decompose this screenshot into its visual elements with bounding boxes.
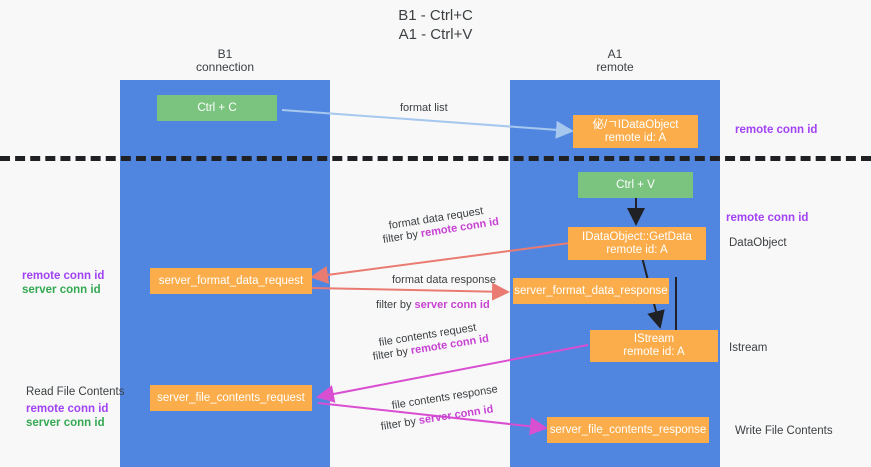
edge-label-format-data-response-filter: filter by server conn id	[376, 299, 490, 312]
node-ctrl-c[interactable]: Ctrl + C	[157, 95, 277, 121]
node-dataobject-remote[interactable]: 佖/ㄱIDataObject remote id: A	[573, 115, 698, 148]
node-server-format-data-request[interactable]: server_format_data_request	[150, 268, 312, 294]
node-server-format-data-response-label: server_format_data_response	[514, 284, 668, 297]
node-getdata-sub: remote id: A	[606, 243, 668, 256]
node-getdata-label: IDataObject::GetData	[582, 230, 692, 243]
lane-header-a1-name: A1	[607, 47, 623, 61]
annotation-left-mid-server-conn-id: server conn id	[22, 284, 101, 296]
node-ctrl-c-label: Ctrl + C	[197, 101, 237, 114]
node-server-file-contents-request[interactable]: server_file_contents_request	[150, 385, 312, 411]
node-server-format-data-request-label: server_format_data_request	[158, 274, 304, 287]
node-ctrl-v[interactable]: Ctrl + V	[578, 172, 693, 198]
annotation-left-bottom-remote-conn-id: remote conn id	[26, 403, 109, 415]
title-line-2: A1 - Ctrl+V	[398, 26, 473, 43]
lane-header-a1-role: remote	[596, 60, 634, 74]
filter-key-server-conn-id: server conn id	[414, 299, 490, 311]
lane-header-a1: A1 remote	[510, 48, 720, 74]
annotation-dataobject: DataObject	[729, 237, 787, 249]
page-title: B1 - Ctrl+C A1 - Ctrl+V	[0, 6, 871, 44]
edge-label-format-data-response: format data response	[392, 274, 496, 286]
filter-prefix: filter by	[379, 415, 420, 433]
lane-header-b1: B1 connection	[120, 48, 330, 74]
node-dataobject-remote-label: 佖/ㄱIDataObject	[592, 118, 679, 131]
lane-header-b1-name: B1	[217, 47, 233, 61]
annotation-left-bottom-server-conn-id: server conn id	[26, 417, 105, 429]
node-getdata[interactable]: IDataObject::GetData remote id: A	[568, 227, 706, 260]
annotation-right-mid-remote-conn-id: remote conn id	[726, 212, 809, 224]
lane-header-b1-role: connection	[195, 60, 255, 74]
node-server-file-contents-response-label: server_file_contents_response	[549, 423, 707, 436]
node-istream-sub: remote id: A	[623, 346, 685, 358]
node-server-file-contents-response[interactable]: server_file_contents_response	[547, 417, 709, 443]
title-line-1: B1 - Ctrl+C	[398, 7, 473, 24]
node-server-format-data-response[interactable]: server_format_data_response	[513, 278, 669, 304]
node-ctrl-v-label: Ctrl + V	[616, 178, 655, 191]
annotation-read-file-contents: Read File Contents	[26, 386, 125, 398]
annotation-right-top-remote-conn-id: remote conn id	[735, 124, 818, 136]
annotation-istream: Istream	[729, 342, 768, 354]
node-dataobject-remote-sub: remote id: A	[604, 131, 667, 144]
edge-label-format-list: format list	[400, 102, 448, 114]
node-server-file-contents-request-label: server_file_contents_request	[157, 391, 305, 404]
node-istream-label: IStream	[633, 333, 675, 345]
filter-prefix: filter by	[376, 299, 415, 311]
annotation-left-mid-remote-conn-id: remote conn id	[22, 270, 105, 282]
phase-divider	[0, 156, 871, 161]
filter-prefix: filter by	[381, 228, 422, 246]
annotation-write-file-contents: Write File Contents	[735, 425, 833, 437]
filter-prefix: filter by	[371, 345, 412, 363]
node-istream[interactable]: IStream remote id: A	[590, 330, 718, 362]
